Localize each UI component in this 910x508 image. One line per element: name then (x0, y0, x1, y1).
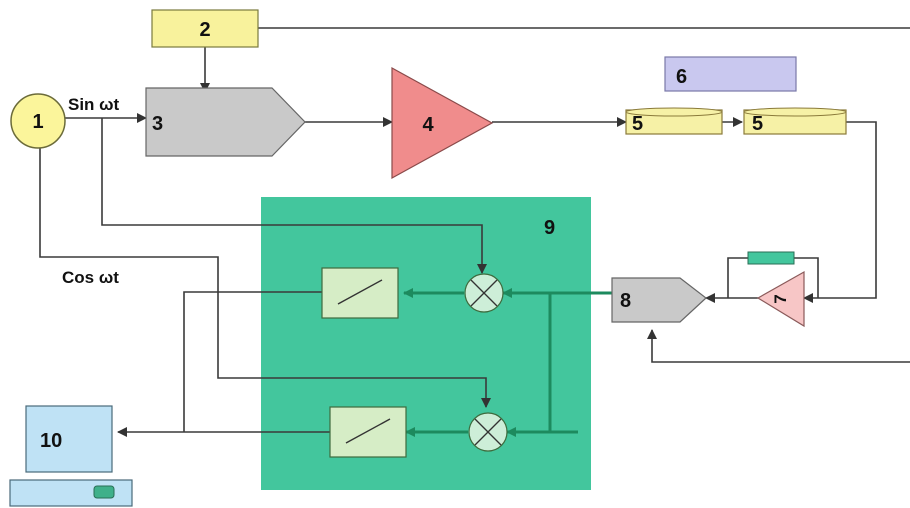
computer-10: 10 (9, 405, 133, 507)
disk-drive-icon (93, 485, 115, 499)
filter-bottom (329, 406, 407, 458)
block-2-label: 2 (199, 19, 210, 41)
feedback-resistor (747, 251, 795, 265)
computer-10-label: 10 (40, 430, 62, 452)
cell-5a-label: 5 (632, 113, 643, 135)
cell-5b-label: 5 (752, 113, 763, 135)
source-1: 1 (10, 93, 66, 149)
block-6: 6 (664, 56, 797, 92)
amplifier-4: 4 (391, 66, 494, 180)
cos-label: Cos ωt (62, 268, 119, 287)
block-3: 3 (145, 87, 306, 157)
cell-5b: 5 (743, 107, 847, 135)
sin-label: Sin ωt (68, 95, 120, 114)
lockin-box-label: 9 (544, 217, 555, 239)
amplifier-4-label: 4 (422, 114, 434, 136)
monitor (25, 405, 113, 473)
lockin-signal-lines (403, 288, 612, 437)
connection-lines (39, 27, 910, 437)
preamp-7: 7 (747, 251, 805, 328)
block-8-label: 8 (620, 290, 631, 312)
preamp-7-label: 7 (771, 294, 790, 303)
block-6-label: 6 (676, 66, 687, 88)
mixer-bottom (468, 412, 508, 452)
block-8: 8 (611, 277, 707, 323)
block-3-label: 3 (152, 113, 163, 135)
source-1-label: 1 (32, 111, 43, 133)
mixer-top (464, 273, 504, 313)
filter-top (321, 267, 399, 319)
cell-5a: 5 (625, 107, 723, 135)
block-2: 2 (151, 9, 259, 48)
lockin-box (261, 197, 591, 490)
